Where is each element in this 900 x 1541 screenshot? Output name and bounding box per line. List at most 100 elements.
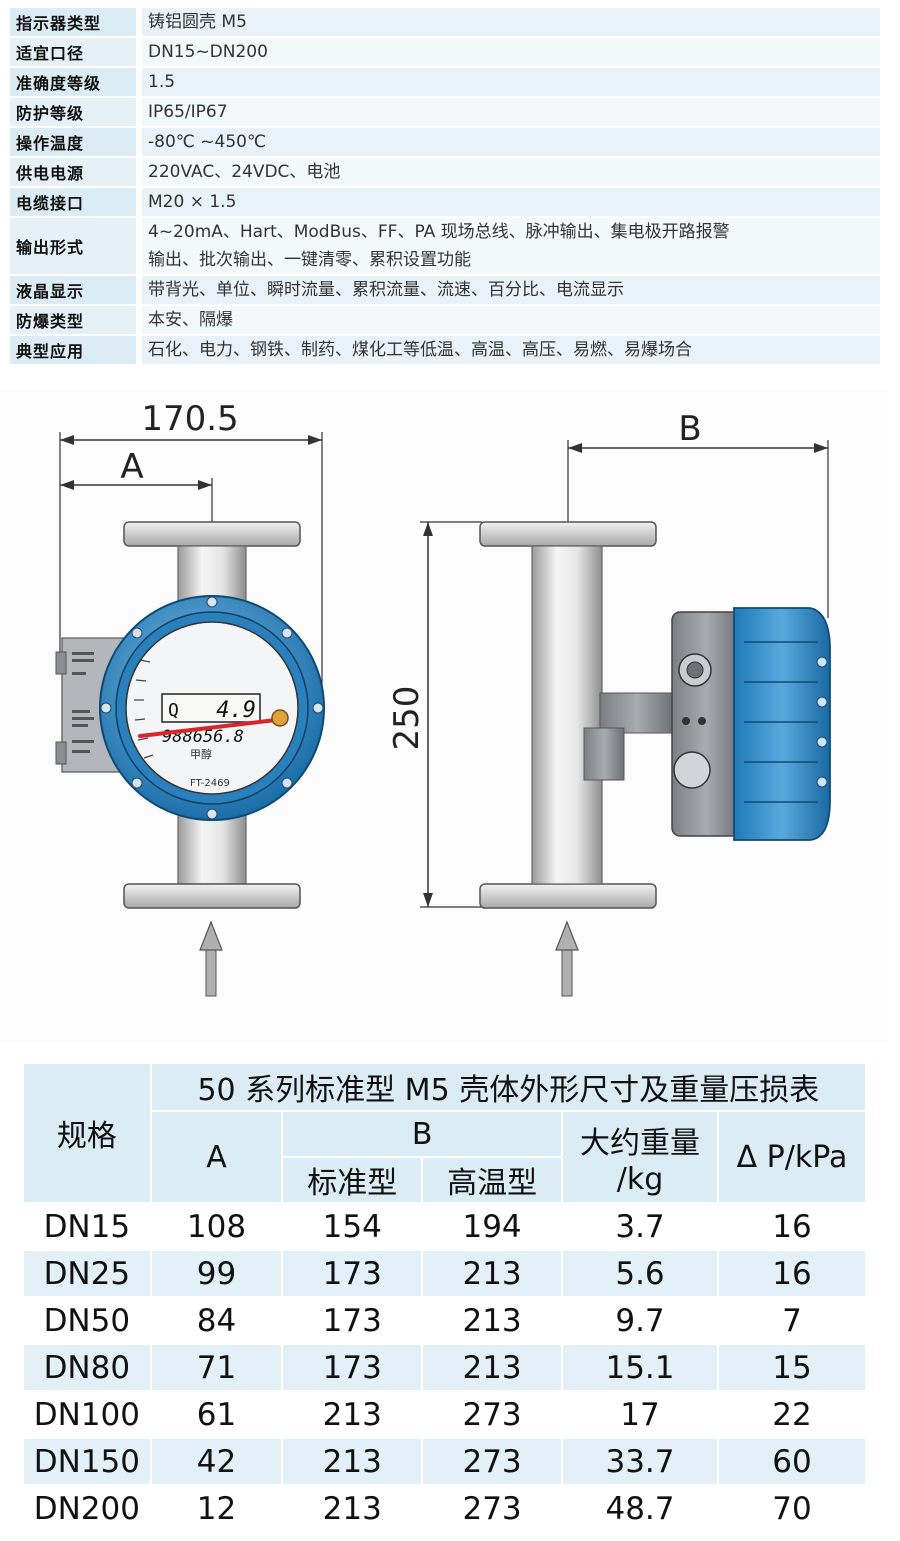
spec-row: 指示器类型 铸铝圆壳 M5 [10,8,880,36]
cell-b-high-temp: 213 [423,1345,561,1390]
col-header-b-standard: 标准型 [283,1158,422,1202]
col-header-dp: Δ P/kPa [719,1112,865,1202]
spec-value: M20 × 1.5 [142,188,880,216]
cell-weight: 5.6 [562,1251,718,1296]
spec-row: 防护等级 IP65/IP67 [10,98,880,126]
cell-dp: 60 [719,1439,865,1484]
spec-value: 铸铝圆壳 M5 [142,8,880,36]
col-header-weight: 大约重量 /kg [562,1112,718,1202]
cell-b-standard: 173 [283,1345,422,1390]
cell-b-high-temp: 213 [423,1251,561,1296]
lcd-flow-value: 4.9 [216,698,256,723]
spec-key: 输出形式 [10,218,136,274]
spec-row: 典型应用 石化、电力、钢铁、制药、煤化工等低温、高温、高压、易燃、易爆场合 [10,336,880,364]
cell-weight: 33.7 [562,1439,718,1484]
table-title: 50 系列标准型 M5 壳体外形尺寸及重量压损表 [151,1064,865,1110]
cell-a: 12 [151,1486,282,1531]
cell-spec: DN200 [24,1486,150,1531]
lcd-display [161,693,261,723]
table-row: DN25 99 173 213 5.6 16 [24,1251,865,1296]
flowmeter-drawing: 170.5 A [55,399,831,997]
medium-label: 甲醇 [190,747,212,761]
cell-b-high-temp: 273 [423,1392,561,1437]
spec-row: 操作温度 -80℃ ~450℃ [10,128,880,156]
spec-row: 防爆类型 本安、隔爆 [10,306,880,334]
spec-value: 220VAC、24VDC、电池 [142,158,880,186]
spec-value: -80℃ ~450℃ [142,128,880,156]
technical-drawing: 170.5 A [0,390,888,1042]
cell-b-standard: 154 [283,1204,422,1249]
indicator-side-cover [733,607,831,841]
spec-key: 适宜口径 [10,38,136,66]
cell-b-standard: 213 [283,1486,422,1531]
table-row: DN50 84 173 213 9.7 7 [24,1298,865,1343]
spec-key: 供电电源 [10,158,136,186]
spec-key: 电缆接口 [10,188,136,216]
cell-weight: 15.1 [562,1345,718,1390]
cell-b-standard: 173 [283,1298,422,1343]
cell-a: 71 [151,1345,282,1390]
spec-row: 适宜口径 DN15~DN200 [10,38,880,66]
spec-value: 本安、隔爆 [142,306,880,334]
dim-label-b: B [678,409,701,449]
spec-value: 4~20mA、Hart、ModBus、FF、PA 现场总线、脉冲输出、集电极开路… [142,218,880,274]
spec-table: 指示器类型 铸铝圆壳 M5 适宜口径 DN15~DN200 准确度等级 1.5 … [10,8,880,366]
spec-value: 石化、电力、钢铁、制药、煤化工等低温、高温、高压、易燃、易爆场合 [142,336,880,364]
spec-key: 指示器类型 [10,8,136,36]
cell-b-standard: 213 [283,1392,422,1437]
cell-spec: DN15 [24,1204,150,1249]
cell-a: 42 [151,1439,282,1484]
dial-pointer [138,718,278,738]
cell-b-standard: 173 [283,1251,422,1296]
spec-value: 带背光、单位、瞬时流量、累积流量、流速、百分比、电流显示 [142,276,880,304]
cell-b-standard: 213 [283,1439,422,1484]
indicator-side-body [671,611,741,837]
col-header-a: A [151,1112,282,1202]
cell-weight: 17 [562,1392,718,1437]
col-header-b-high-temp: 高温型 [423,1158,561,1202]
spec-value: DN15~DN200 [142,38,880,66]
cell-dp: 16 [719,1204,865,1249]
dim-label-total: 170.5 [141,399,238,439]
lcd-q-label: Q [168,700,179,721]
dimension-table: 规格 50 系列标准型 M5 壳体外形尺寸及重量压损表 A B 大约重量 /kg… [22,1062,867,1533]
cell-spec: DN50 [24,1298,150,1343]
cell-a: 61 [151,1392,282,1437]
spec-row: 电缆接口 M20 × 1.5 [10,188,880,216]
spec-key: 防护等级 [10,98,136,126]
spec-key: 防爆类型 [10,306,136,334]
spec-value: IP65/IP67 [142,98,880,126]
cell-dp: 15 [719,1345,865,1390]
col-header-b: B [283,1112,561,1156]
cell-weight: 3.7 [562,1204,718,1249]
cell-spec: DN80 [24,1345,150,1390]
cell-spec: DN100 [24,1392,150,1437]
dim-label-a: A [120,447,143,487]
spec-key: 操作温度 [10,128,136,156]
spec-key: 典型应用 [10,336,136,364]
table-row: DN200 12 213 273 48.7 70 [24,1486,865,1531]
cell-weight: 9.7 [562,1298,718,1343]
flow-direction-arrow-right [555,920,579,997]
cell-b-high-temp: 273 [423,1439,561,1484]
cell-a: 108 [151,1204,282,1249]
spec-row: 输出形式 4~20mA、Hart、ModBus、FF、PA 现场总线、脉冲输出、… [10,218,880,274]
cell-a: 84 [151,1298,282,1343]
spec-key: 液晶显示 [10,276,136,304]
cell-b-high-temp: 273 [423,1486,561,1531]
dim-label-height: 250 [387,686,427,751]
spec-key: 准确度等级 [10,68,136,96]
cell-weight: 48.7 [562,1486,718,1531]
spec-row: 液晶显示 带背光、单位、瞬时流量、累积流量、流速、百分比、电流显示 [10,276,880,304]
cell-b-high-temp: 213 [423,1298,561,1343]
cell-spec: DN25 [24,1251,150,1296]
cell-dp: 7 [719,1298,865,1343]
table-row: DN80 71 173 213 15.1 15 [24,1345,865,1390]
cell-spec: DN150 [24,1439,150,1484]
spec-row: 供电电源 220VAC、24VDC、电池 [10,158,880,186]
spec-row: 准确度等级 1.5 [10,68,880,96]
front-view: 170.5 A [55,399,325,997]
cell-b-high-temp: 194 [423,1204,561,1249]
cell-a: 99 [151,1251,282,1296]
flow-direction-arrow-left [199,920,223,997]
